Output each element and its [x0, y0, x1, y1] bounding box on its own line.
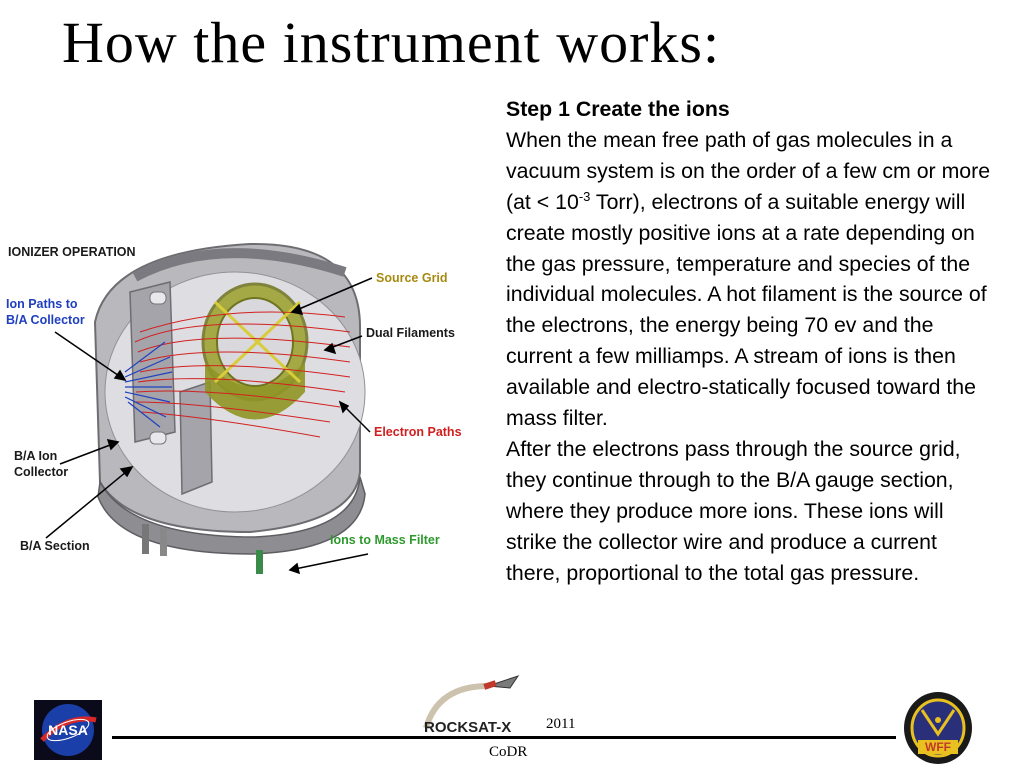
pin-2: [160, 528, 167, 556]
footer-codr: CoDR: [489, 744, 528, 760]
nasa-logo: NASA: [34, 700, 102, 760]
pin-1: [142, 524, 149, 554]
label-source-grid: Source Grid: [376, 271, 448, 285]
tube-bottom: [149, 431, 167, 445]
label-ion-paths-1: Ion Paths to: [6, 297, 78, 311]
pin-3: [256, 550, 263, 574]
label-ba-ion-2: Collector: [14, 465, 68, 479]
paragraph-1-end: Torr), electrons of a suitable energy wi…: [506, 189, 987, 431]
label-ions-mass-filter: Ions to Mass Filter: [330, 533, 440, 547]
ion-paths: [124, 341, 173, 428]
paragraph-1-start: When the mean free path of gas molecules…: [506, 127, 991, 214]
footer-year: 2011: [546, 716, 576, 732]
grid-band: [205, 362, 305, 420]
label-ionizer-operation: IONIZER OPERATION: [8, 245, 136, 259]
step-heading: Step 1 Create the ions: [506, 97, 730, 121]
label-dual-filaments: Dual Filaments: [366, 326, 455, 340]
label-ba-section: B/A Section: [20, 539, 90, 553]
description-text: Step 1 Create the ions When the mean fre…: [506, 94, 996, 589]
ionizer-illustration: IONIZER OPERATION Ion Paths to B/A Colle…: [6, 242, 462, 575]
paragraph-2: After the electrons pass through the sou…: [506, 436, 961, 585]
pointer-arrows: [45, 277, 373, 575]
electron-paths: [133, 311, 351, 438]
grid-wire-2: [213, 300, 302, 384]
left-wall: [129, 281, 176, 443]
nasa-text: NASA: [48, 722, 88, 738]
front-wall: [179, 380, 213, 496]
paragraph-1: When the mean free path of gas molecules…: [506, 125, 996, 434]
ionizer-diagram: IONIZER OPERATION Ion Paths to B/A Colle…: [0, 232, 490, 592]
rocksat-logo: ROCKSAT-X: [418, 672, 536, 736]
slide-title: How the instrument works:: [62, 10, 721, 75]
wff-text: WFF: [925, 740, 951, 754]
label-electron-paths: Electron Paths: [374, 425, 462, 439]
footer-line: [112, 736, 896, 739]
label-ion-paths-2: B/A Collector: [6, 313, 85, 327]
label-ba-ion-1: B/A Ion: [14, 449, 57, 463]
rocksat-text: ROCKSAT-X: [424, 719, 511, 736]
wff-logo: WFF: [902, 690, 974, 766]
grid-interior: [216, 297, 294, 387]
exponent: -3: [578, 188, 591, 204]
tube-top: [149, 291, 167, 305]
top-rim: [132, 248, 347, 282]
